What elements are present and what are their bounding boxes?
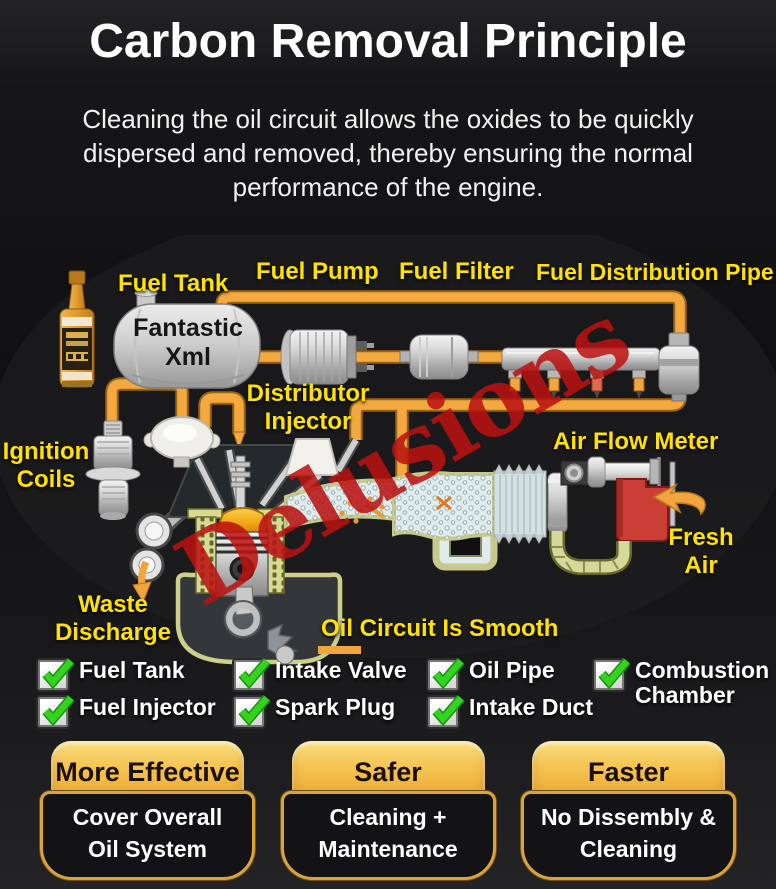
air-flow-meter-graphic: [549, 456, 706, 575]
injector-2: [547, 369, 561, 399]
combustion-chamber-dome: [214, 507, 270, 533]
label-fuel-pump: Fuel Pump: [256, 258, 379, 285]
feature-checklist: Fuel Tank Fuel Injector Intake Valve Spa…: [36, 657, 769, 732]
distributor-graphic: [143, 416, 221, 468]
checkbox-checked-icon: [36, 657, 75, 692]
check-item-combustion-chamber: Combustion Chamber: [592, 657, 769, 708]
label-distributor-injector: Distributor Injector: [246, 380, 370, 436]
injector-1: [508, 369, 522, 399]
fuel-tank-graphic: [113, 289, 261, 389]
check-label: Fuel Injector: [79, 694, 216, 720]
checkbox-checked-icon: [232, 657, 271, 692]
check-item-fuel-injector: Fuel Injector: [36, 694, 234, 732]
check-item-spark-plug: Spark Plug: [232, 694, 428, 732]
benefit-description: No Dissembly & Cleaning: [521, 791, 736, 881]
corrugated-duct: [493, 463, 547, 545]
checkbox-checked-icon: [36, 694, 75, 729]
check-label: Oil Pipe: [469, 657, 555, 683]
check-item-fuel-tank: Fuel Tank: [36, 657, 234, 695]
air-filter-box: [616, 478, 669, 542]
pressure-regulator-graphic: [658, 332, 700, 402]
benefit-description: Cover Overall Oil System: [40, 791, 255, 881]
check-label: Spark Plug: [275, 694, 396, 720]
benefit-description: Cleaning + Maintenance: [280, 791, 496, 881]
waste-discharge-arrow: [132, 560, 152, 604]
label-fuel-distribution-pipe: Fuel Distribution Pipe: [536, 259, 774, 285]
ignition-coil-graphic: [85, 420, 141, 520]
label-ignition-coils: Ignition Coils: [2, 438, 90, 494]
cleaning-sparkles: [339, 495, 452, 524]
additive-bottle: [59, 270, 95, 388]
engine-fuel-system-diagram: [0, 235, 776, 665]
label-fuel-filter: Fuel Filter: [399, 258, 514, 285]
fresh-air-arrow: [652, 482, 706, 516]
label-waste-discharge: Waste Discharge: [54, 591, 172, 647]
benefit-card-faster: Faster No Dissembly & Cleaning: [521, 741, 736, 881]
page-title: Carbon Removal Principle: [89, 15, 687, 68]
checklist-column-2: Intake Valve Spark Plug: [232, 657, 428, 732]
engine-graphic: [129, 438, 354, 665]
page-subtitle: Cleaning the oil circuit allows the oxid…: [82, 104, 694, 202]
check-label: Combustion Chamber: [635, 657, 770, 709]
tank-brand-text: Fantastic Xml: [133, 314, 243, 371]
fuel-filter-graphic: [399, 334, 479, 380]
fuel-pump-graphic: [280, 329, 374, 385]
checklist-column-3: Oil Pipe Intake Duct: [426, 657, 594, 732]
intake-manifold-graphic: [284, 463, 568, 571]
checkbox-checked-icon: [426, 657, 465, 692]
check-item-oil-pipe: Oil Pipe: [426, 657, 594, 695]
checkbox-checked-icon: [426, 694, 465, 729]
check-label: Fuel Tank: [79, 657, 185, 683]
benefit-cards: More Effective Cover Overall Oil System …: [40, 741, 736, 881]
check-label: Intake Valve: [275, 657, 407, 683]
injector-4: [632, 369, 646, 399]
label-fresh-air: Fresh Air: [668, 524, 734, 580]
oil-circuit-underline: [318, 646, 361, 654]
label-air-flow-meter: Air Flow Meter: [553, 428, 719, 455]
label-fuel-tank: Fuel Tank: [118, 270, 229, 297]
benefit-card-more-effective: More Effective Cover Overall Oil System: [40, 741, 255, 881]
injector-3: [590, 369, 604, 399]
checkbox-checked-icon: [592, 657, 631, 692]
injector-drip-tip: [232, 431, 246, 451]
benefit-card-safer: Safer Cleaning + Maintenance: [280, 741, 496, 881]
injector-boot: [284, 438, 340, 476]
fuel-rail-graphic: [501, 347, 661, 399]
check-item-intake-duct: Intake Duct: [426, 694, 594, 732]
checklist-column-1: Fuel Tank Fuel Injector: [36, 657, 234, 732]
checklist-column-4: Combustion Chamber: [592, 657, 769, 732]
check-label: Intake Duct: [469, 694, 593, 720]
checkbox-checked-icon: [232, 694, 271, 729]
check-item-intake-valve: Intake Valve: [232, 657, 428, 695]
label-oil-circuit: Oil Circuit Is Smooth: [321, 615, 559, 642]
